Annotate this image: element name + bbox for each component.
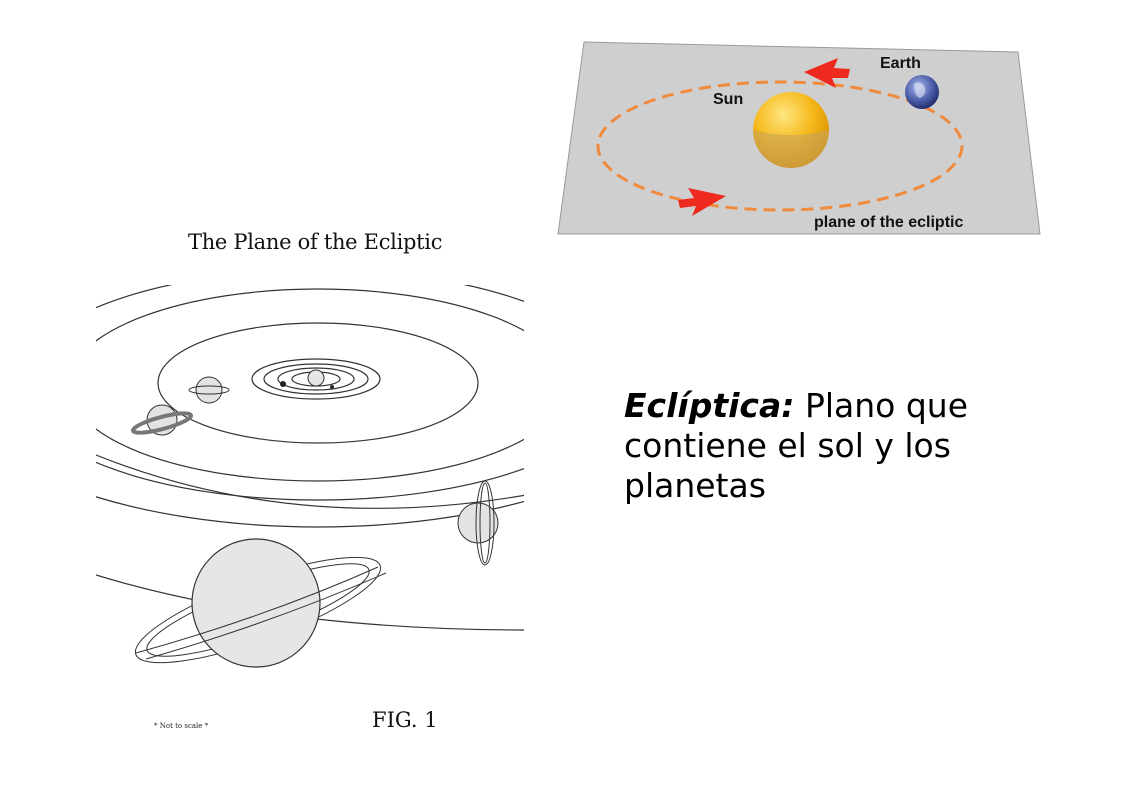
definition-term: Eclíptica: bbox=[624, 386, 795, 425]
orbit-inner-3 bbox=[277, 367, 355, 391]
orbit-outer-2 bbox=[96, 285, 524, 501]
earth-land bbox=[914, 82, 926, 98]
plane-label: plane of the ecliptic bbox=[814, 214, 963, 231]
planet-left-ring bbox=[130, 411, 194, 435]
saturn-ring-front-2 bbox=[145, 572, 387, 660]
orbit-outer-4 bbox=[157, 322, 479, 444]
planet-small-icon bbox=[195, 376, 223, 404]
sun-label: Sun bbox=[713, 91, 743, 108]
ecliptic-plane-diagram: Sun Earth plane of the ecliptic bbox=[557, 41, 1041, 235]
planet-dot-2 bbox=[330, 385, 334, 389]
earth-label: Earth bbox=[880, 55, 921, 72]
orbit-outer-1 bbox=[96, 496, 524, 528]
orbit-outer-3 bbox=[96, 288, 524, 482]
definition-text: Eclíptica: Plano que contiene el sol y l… bbox=[624, 386, 1044, 506]
planet-right-ring-2 bbox=[475, 480, 495, 566]
sun-icon bbox=[307, 369, 325, 387]
solar-system-figure bbox=[96, 285, 524, 668]
orbit-inner-1 bbox=[251, 358, 381, 400]
figure-label: FIG. 1 bbox=[372, 708, 438, 732]
orbit-arrow-bottom bbox=[678, 188, 726, 216]
sun-lower-half bbox=[753, 130, 829, 168]
figure-title: The Plane of the Ecliptic bbox=[188, 230, 443, 254]
saturn-icon bbox=[191, 538, 321, 668]
planet-right-ring bbox=[479, 482, 491, 564]
planet-right-icon bbox=[457, 502, 499, 544]
orbit-arrow-top bbox=[804, 58, 850, 88]
not-to-scale-note: * Not to scale * bbox=[154, 722, 209, 730]
planet-small-ring bbox=[188, 385, 230, 395]
saturn-ring-front bbox=[135, 566, 379, 654]
earth-orbit bbox=[596, 80, 964, 212]
definition-body: Plano que contiene el sol y los planetas bbox=[624, 386, 969, 505]
planet-dot-1 bbox=[280, 381, 286, 387]
orbit-lower-1 bbox=[96, 454, 524, 509]
orbit-inner-2 bbox=[263, 363, 369, 395]
